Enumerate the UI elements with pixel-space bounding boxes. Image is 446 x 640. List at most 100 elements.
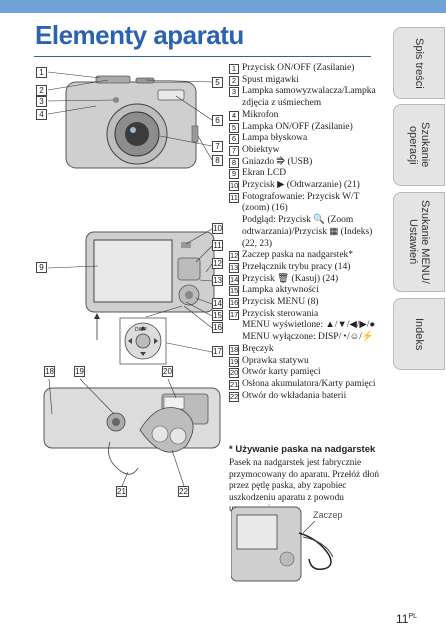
item-text: Przycisk ON/OFF (Zasilanie)	[242, 63, 355, 73]
item-text: Zaczep paska na nadgarstek*	[242, 250, 354, 261]
callout-16: 16	[212, 322, 223, 333]
bottom-view-figure: 18 19 20 21 22	[36, 364, 226, 500]
callout-9: 9	[36, 262, 47, 273]
tab-contents[interactable]: Spis treści	[393, 27, 445, 99]
tab-index[interactable]: Indeks	[393, 298, 445, 370]
item-number: 19	[229, 356, 239, 367]
tab-contents-label: Spis treści	[413, 37, 425, 89]
callout-12: 12	[212, 258, 223, 269]
callout-2: 2	[36, 85, 47, 96]
item-number: 3	[229, 87, 239, 98]
item-text: Przycisk 🗑 (Kasuj) (24)	[242, 273, 339, 284]
item-text: Oprawka statywu	[242, 355, 309, 366]
callout-15: 15	[212, 310, 223, 321]
item-text: Obiektyw	[242, 144, 280, 155]
item-text: Przycisk MENU (8)	[242, 297, 319, 308]
title-rule	[34, 56, 371, 57]
item-number: 9	[229, 169, 239, 180]
strap-figure: Zaczep	[230, 503, 367, 590]
item-number: 22	[229, 391, 239, 402]
item-number: 17	[229, 309, 239, 320]
tab-index-label: Indeks	[413, 317, 425, 351]
item-text: Lampka ON/OFF (Zasilanie)	[242, 121, 353, 132]
item-text: Przycisk ▶ (Odtwarzanie) (21)	[242, 180, 360, 191]
back-view-figure: 9 10 11 12 13 14 15 16 17 DISP	[36, 220, 226, 365]
item-number: 11	[229, 192, 239, 203]
item-subtext: MENU wyłączone: DISP/◔/☺/⚡	[242, 332, 374, 343]
front-view-figure: 1 2 3 4 5 6 7 8	[36, 64, 226, 194]
callout-18: 18	[44, 366, 55, 377]
item-number: 12	[229, 251, 239, 262]
note-heading: * Używanie paska na nadgarstek	[229, 444, 376, 455]
callout-19: 19	[74, 366, 85, 377]
page-number: 11PL	[396, 612, 417, 626]
strap-illustration	[230, 506, 334, 582]
callout-4: 4	[36, 109, 47, 120]
item-text: Gniazdo ⭆ (USB)	[242, 156, 313, 167]
item-number: 7	[229, 145, 239, 156]
tab-search-operation[interactable]: Szukanie operacji	[393, 104, 445, 186]
callout-10: 10	[212, 223, 223, 234]
callout-3: 3	[36, 96, 47, 107]
item-text: Ekran LCD	[242, 168, 287, 179]
camera-back-illustration	[47, 228, 215, 365]
page-language: PL	[408, 613, 418, 620]
item-number: 6	[229, 134, 239, 145]
top-color-bar	[0, 0, 446, 13]
callout-8: 8	[212, 155, 223, 166]
callout-20: 20	[162, 366, 173, 377]
callout-21: 21	[116, 486, 127, 497]
item-subtext: Podgląd: Przycisk 🔍 (Zoom odtwarzania)/P…	[242, 215, 373, 249]
item-number: 8	[229, 157, 239, 168]
tab-search-menu[interactable]: Szukanie MENU/ Ustawień	[393, 192, 445, 292]
callout-7: 7	[212, 141, 223, 152]
item-number: 20	[229, 368, 239, 379]
disp-label: DISP	[135, 327, 147, 333]
item-number: 13	[229, 262, 239, 273]
item-text: Lampka aktywności	[242, 285, 319, 296]
page-title: Elementy aparatu	[35, 20, 244, 50]
callout-1: 1	[36, 67, 47, 78]
tab-search-operation-label: Szukanie operacji	[407, 122, 431, 168]
tab-search-menu-label: Szukanie MENU/ Ustawień	[407, 200, 431, 284]
item-number: 18	[229, 344, 239, 355]
item-text: Mikrofon	[242, 109, 279, 120]
page-number-value: 11	[396, 612, 409, 626]
item-text: Bręczyk	[242, 343, 274, 354]
callout-22: 22	[178, 486, 189, 497]
item-subtext: MENU wyświetlone: ▲/▼/◀/▶/●	[242, 320, 376, 331]
camera-bottom-illustration	[43, 378, 221, 487]
callout-14: 14	[212, 298, 223, 309]
callout-5: 5	[212, 77, 223, 88]
item-text: Przełącznik trybu pracy (14)	[242, 261, 351, 272]
callout-13: 13	[212, 275, 223, 286]
item-number: 21	[229, 379, 239, 390]
item-number: 14	[229, 274, 239, 285]
item-number: 1	[229, 64, 239, 74]
item-number: 15	[229, 286, 239, 297]
strap-label: Zaczep	[313, 510, 343, 520]
item-text: Lampka samowyzwalacza/Lampka zdjęcia z u…	[242, 86, 376, 109]
item-number: 16	[229, 298, 239, 309]
item-number: 10	[229, 181, 239, 192]
